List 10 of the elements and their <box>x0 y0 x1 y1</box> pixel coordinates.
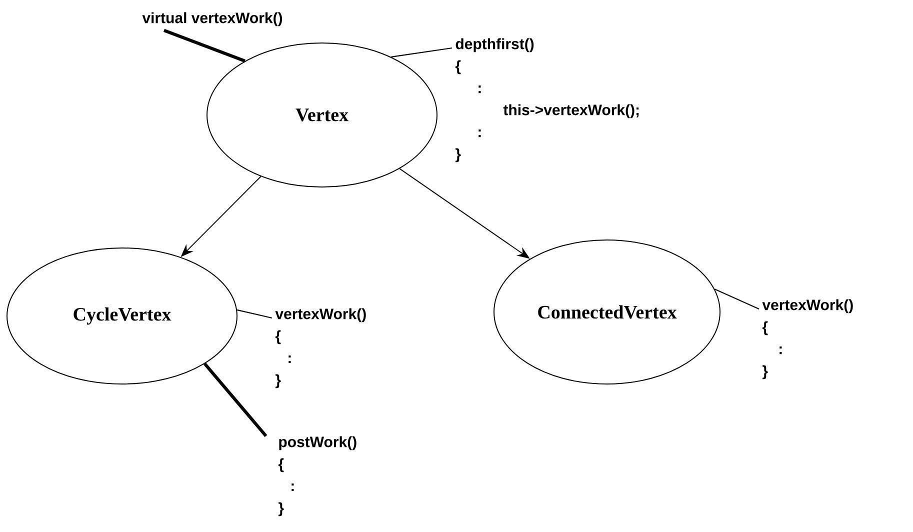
code-text: vertexWork() { : } <box>762 299 853 380</box>
leader-line <box>236 309 272 319</box>
leader-line <box>163 28 246 63</box>
leader-line <box>204 362 268 438</box>
code-text: vertexWork() { : } <box>275 308 366 388</box>
leader-line <box>391 47 452 58</box>
code-text: postWork() { : } <box>278 436 356 516</box>
code-text: depthfirst() { : this->vertexWork(); : } <box>455 38 639 162</box>
leader-line <box>714 288 760 310</box>
code-text: virtual vertexWork() <box>142 12 282 26</box>
